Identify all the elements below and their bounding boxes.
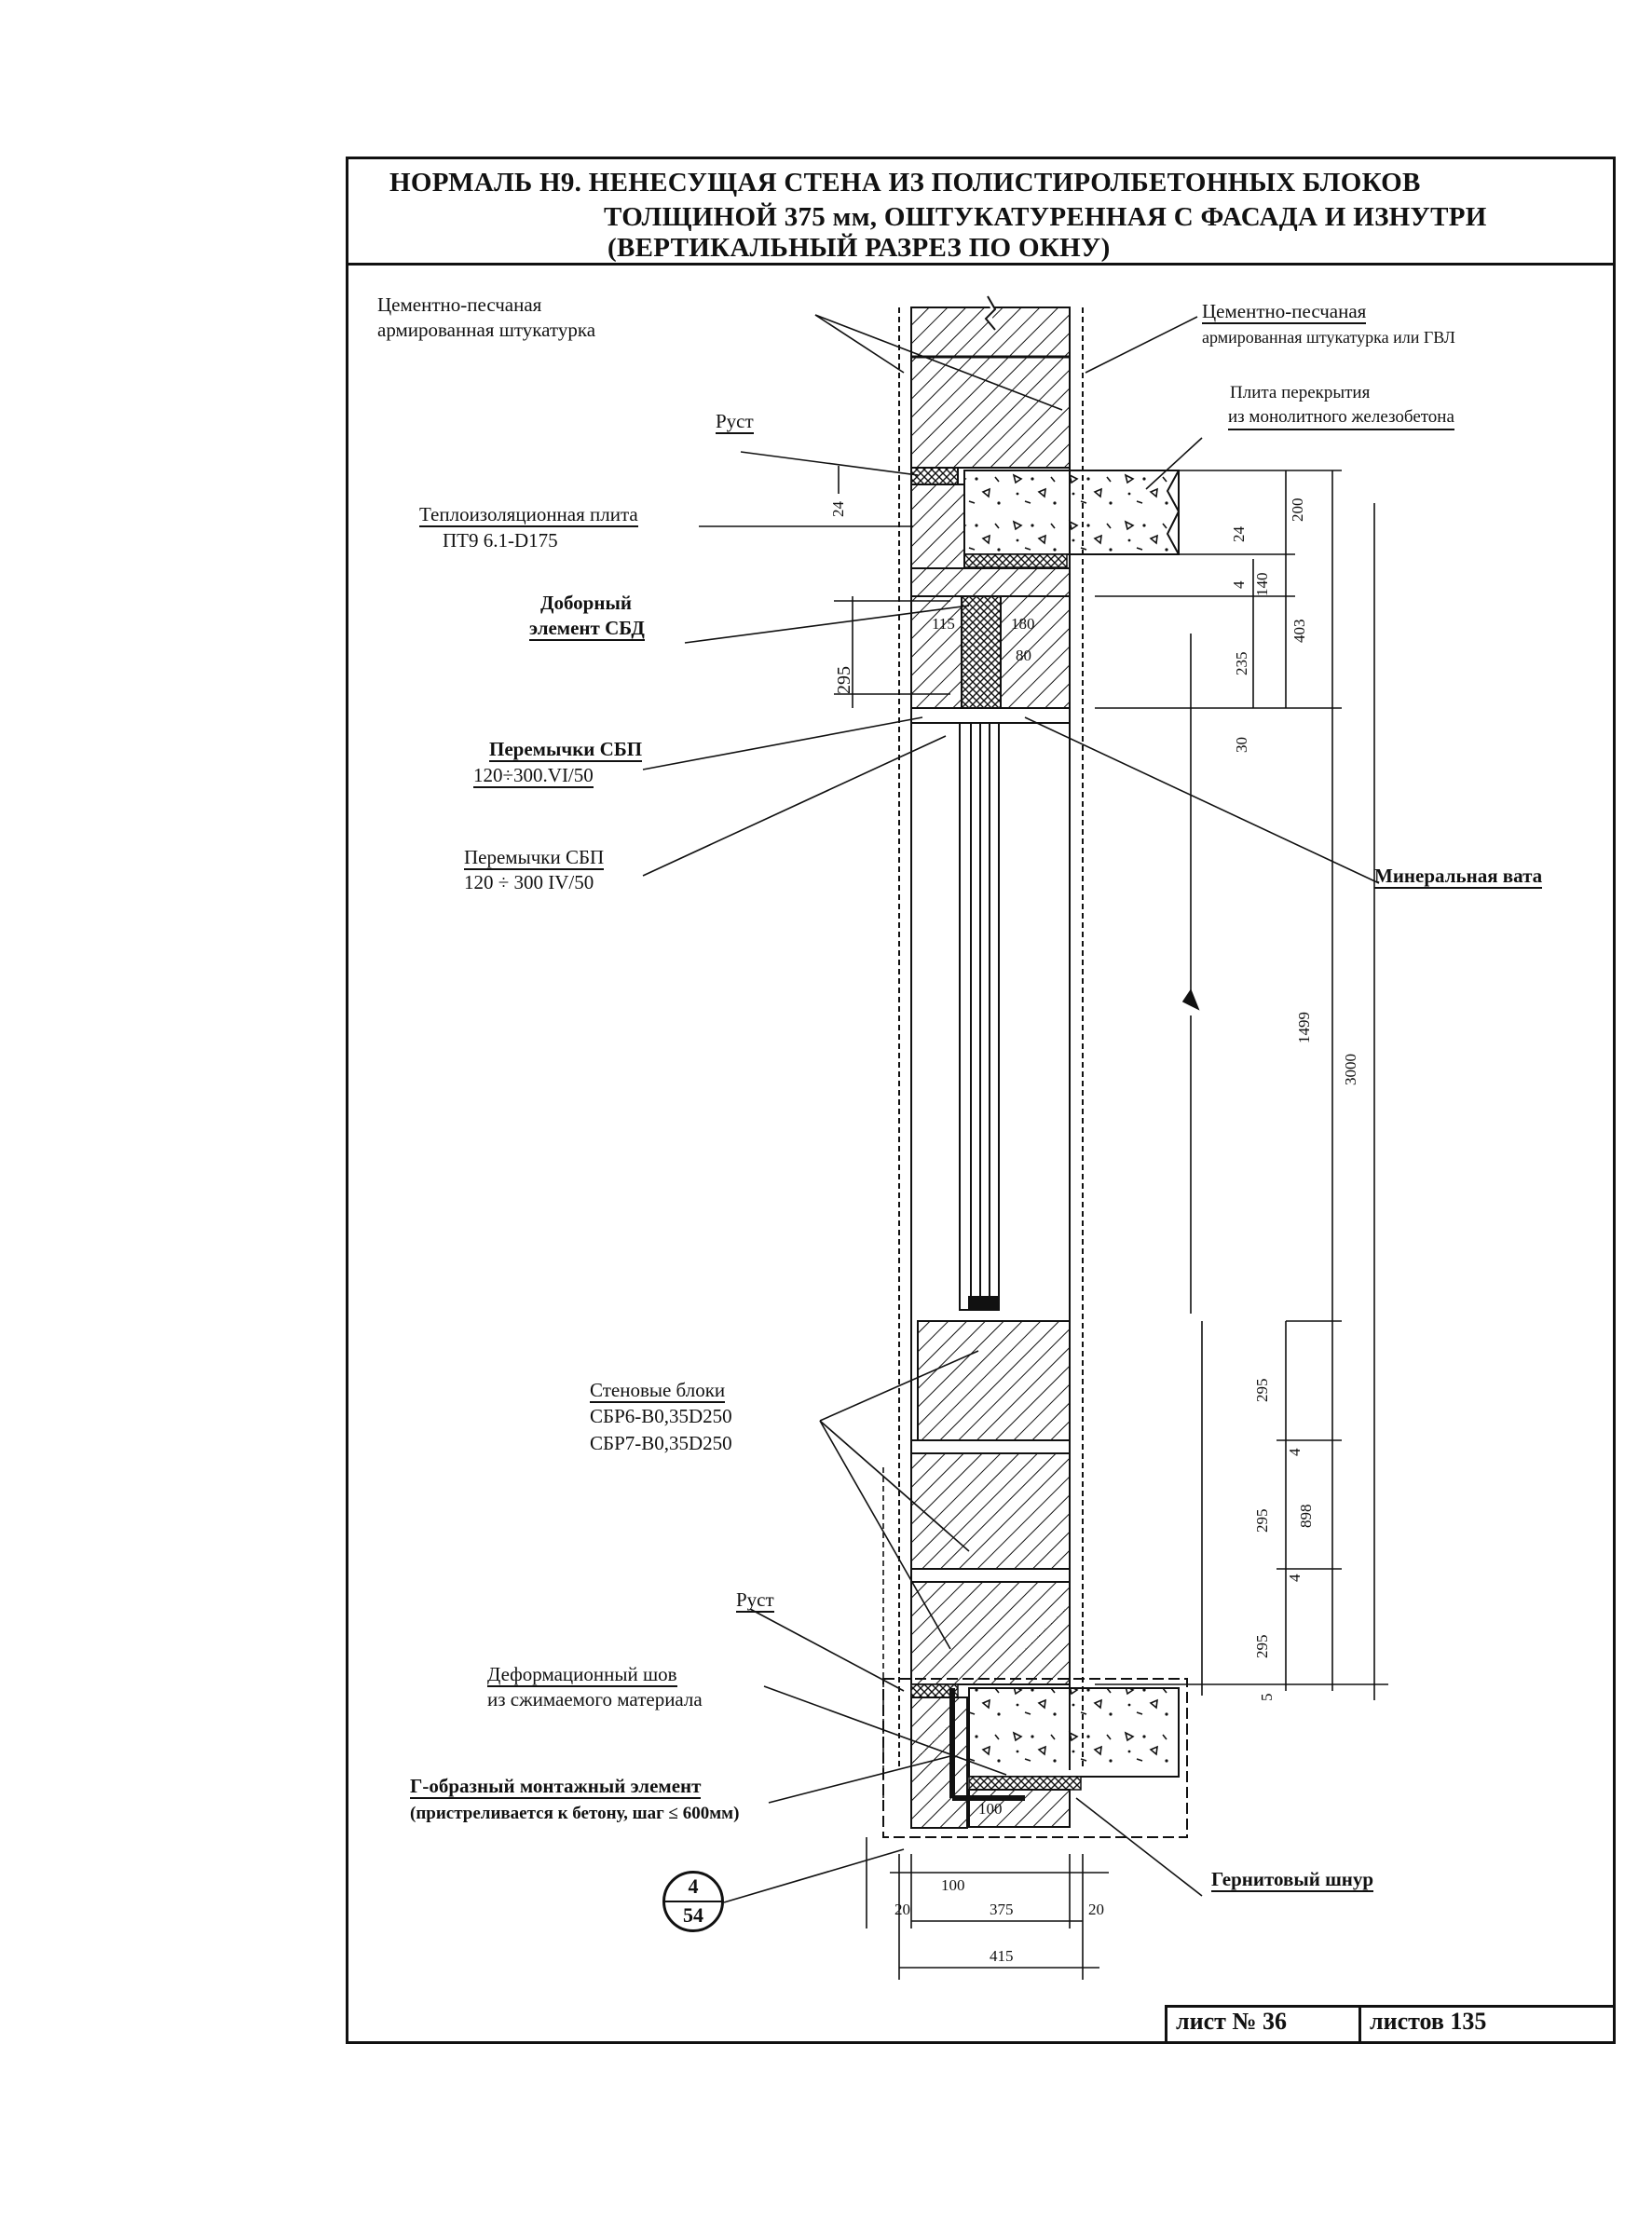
dim-24-slab: 24	[1230, 526, 1248, 542]
label-blocks-2: СБР6-В0,35D250	[590, 1405, 732, 1427]
floor-slab-bottom	[968, 1687, 1180, 1778]
dim-100: 100	[941, 1876, 965, 1894]
sheets-total: листов 135	[1370, 2008, 1487, 2035]
label-lintel2-2: 120 ÷ 300 IV/50	[464, 871, 594, 893]
dim-403: 403	[1290, 619, 1308, 644]
floor-slab	[963, 470, 1180, 555]
label-lintel1-2: 120÷300.VI/50	[473, 764, 594, 788]
dim-4-a: 4	[1230, 580, 1248, 590]
dim-80: 80	[1016, 647, 1031, 664]
dim-30: 30	[1233, 737, 1250, 753]
dim-295-lintel: 295	[834, 666, 854, 694]
label-slab-2: из монолитного железобетона	[1228, 406, 1454, 430]
detail-reference-bottom: 54	[683, 1903, 703, 1927]
label-gernit: Гернитовый шнур	[1211, 1868, 1374, 1892]
label-plaster-left-2: армированная штукатурка	[377, 319, 596, 341]
dim-3000: 3000	[1342, 1054, 1359, 1085]
dim-100-detail: 100	[978, 1800, 1003, 1818]
dim-295-block2: 295	[1253, 1508, 1271, 1533]
label-insulation-2: ПТ9 6.1-D175	[443, 529, 558, 552]
dim-24-top: 24	[829, 501, 847, 517]
label-plaster-right-1: Цементно-песчаная	[1202, 300, 1367, 324]
label-mount-2: (пристреливается к бетону, шаг ≤ 600мм)	[410, 1804, 740, 1823]
extra-element-sbd	[961, 595, 1002, 709]
detail-reference-circle	[662, 1871, 724, 1932]
top-wall-block	[910, 307, 1071, 469]
title-line-3: (ВЕРТИКАЛЬНЫЙ РАЗРЕЗ ПО ОКНУ)	[608, 233, 1111, 263]
dim-235: 235	[1233, 651, 1250, 676]
label-blocks-1: Стеновые блоки	[590, 1379, 726, 1403]
dim-375: 375	[990, 1901, 1014, 1918]
dim-20-right: 20	[1088, 1901, 1104, 1918]
detail-reference-top: 4	[688, 1874, 699, 1898]
sheet-stamp-divider	[1358, 2005, 1361, 2044]
dimension-lines	[834, 466, 1388, 1980]
title-line-1: НОРМАЛЬ Н9. НЕНЕСУЩАЯ СТЕНА ИЗ ПОЛИСТИРО…	[389, 168, 1421, 198]
dim-898: 898	[1297, 1504, 1315, 1529]
label-slab-1: Плита перекрытия	[1230, 383, 1371, 402]
dim-200: 200	[1289, 497, 1306, 523]
sheet-stamp	[1165, 2005, 1616, 2044]
dim-20-left: 20	[894, 1901, 910, 1918]
dim-180: 180	[1011, 615, 1035, 633]
label-plaster-right-2: армированная штукатурка или ГВЛ	[1202, 328, 1455, 347]
dim-140: 140	[1253, 572, 1271, 597]
label-plaster-left-1: Цементно-песчаная	[377, 293, 542, 316]
label-rust-top: Руст	[716, 410, 754, 434]
dim-4-b: 4	[1286, 1448, 1304, 1457]
dim-1499: 1499	[1295, 1012, 1313, 1043]
detail-reference-divider	[665, 1901, 721, 1902]
window-frame	[959, 722, 1000, 1311]
wall-block-2	[910, 1452, 1071, 1570]
title-block	[346, 157, 1616, 266]
label-lintel1-1: Перемычки СБП	[489, 738, 643, 762]
dim-115: 115	[932, 615, 955, 633]
dim-5: 5	[1258, 1693, 1276, 1702]
label-mount-1: Г-образный монтажный элемент	[410, 1775, 702, 1799]
label-blocks-3: СБР7-В0,35D250	[590, 1432, 732, 1454]
sheet-number: лист № 36	[1176, 2008, 1288, 2035]
label-deform-2: из сжимаемого материала	[487, 1688, 703, 1710]
insulation-plate	[910, 484, 965, 569]
dim-415: 415	[990, 1947, 1014, 1965]
rust-top	[910, 467, 959, 485]
wall-block-1	[917, 1320, 1071, 1441]
label-extra-1: Доборный	[540, 592, 632, 614]
title-line-2: ТОЛЩИНОЙ 375 мм, ОШТУКАТУРЕННАЯ С ФАСАДА…	[604, 202, 1487, 232]
dim-295-block3: 295	[1253, 1634, 1271, 1659]
label-insulation-1: Теплоизоляционная плита	[419, 503, 638, 527]
label-rust-bottom: Руст	[736, 1588, 774, 1613]
drawing-sheet-frame	[346, 157, 1616, 2044]
label-lintel2-1: Перемычки СБП	[464, 846, 605, 870]
label-extra-2: элемент СБД	[529, 617, 645, 641]
leader-lines	[642, 314, 1380, 1903]
dim-295-block1: 295	[1253, 1378, 1271, 1403]
label-deform-1: Деформационный шов	[487, 1663, 677, 1687]
dim-4-c: 4	[1286, 1574, 1304, 1583]
wall-block-3	[910, 1581, 1071, 1685]
label-mineral-wool: Минеральная вата	[1374, 865, 1543, 889]
